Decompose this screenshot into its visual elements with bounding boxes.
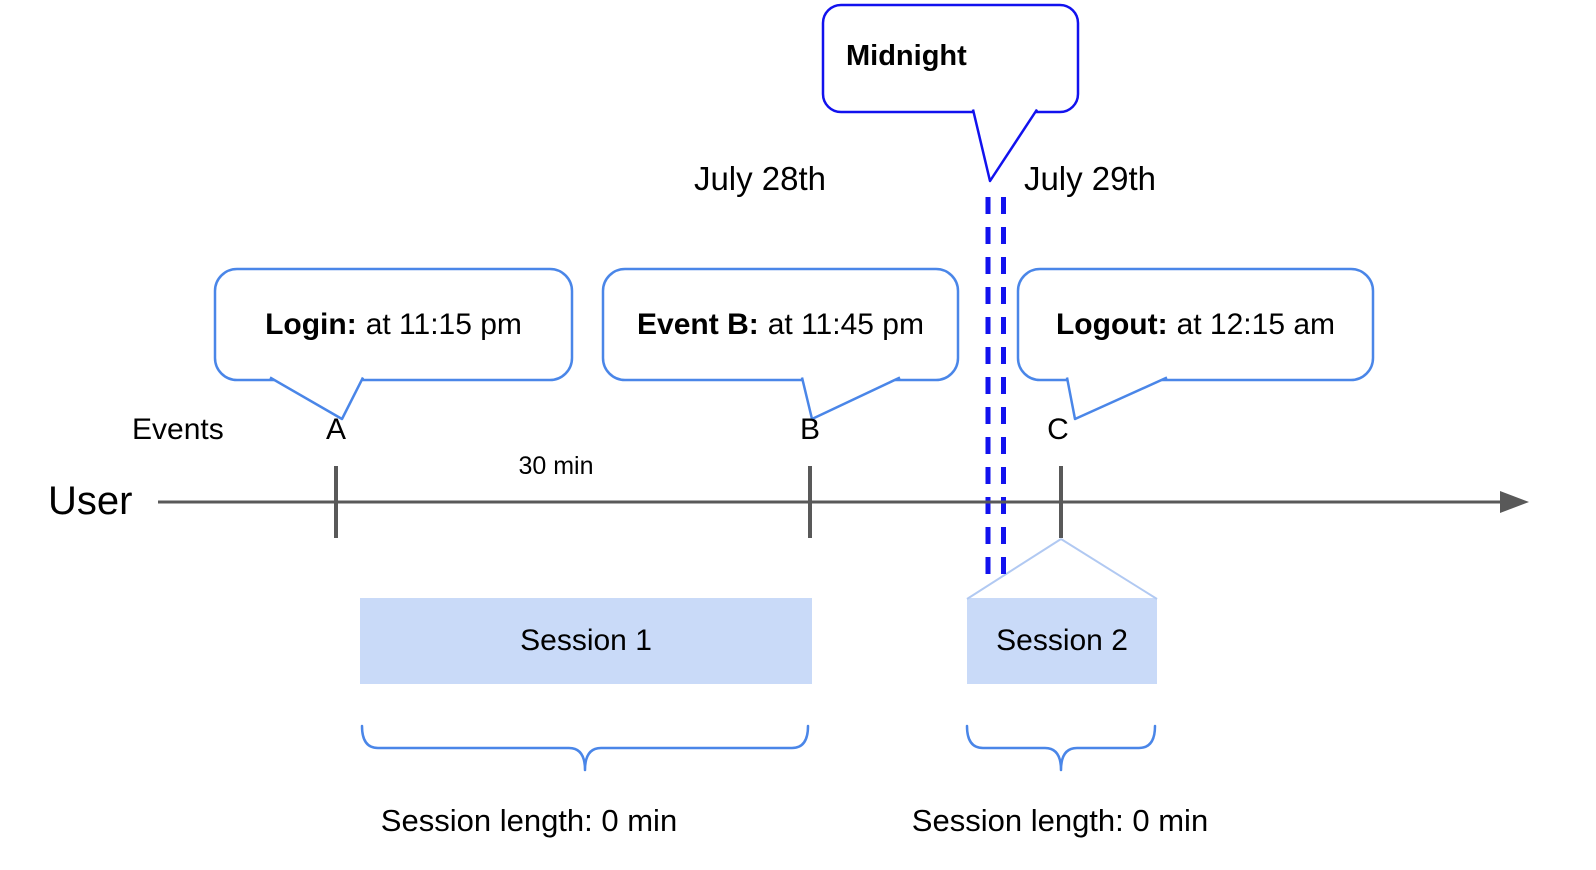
timeline-arrowhead-icon (1500, 491, 1529, 513)
midnight-callout-bubble (821, 3, 1080, 114)
logout-callout-tail (1065, 376, 1168, 421)
session-1-length-label: Session length: 0 min (380, 803, 678, 838)
login-callout-text: Login: at 11:15 pm (215, 269, 572, 380)
event-b-callout-time: at 11:45 pm (767, 307, 924, 341)
login-callout-time: at 11:15 pm (365, 307, 522, 341)
midnight-label: Midnight (846, 40, 967, 72)
logout-callout-text: Logout: at 12:15 am (1018, 269, 1373, 380)
session-1-box (360, 598, 812, 684)
session-2-brace (965, 724, 1157, 772)
login-callout-title: Login: (265, 307, 357, 341)
user-row-label: User (48, 479, 133, 523)
session-1-label: Session 1 (520, 624, 652, 657)
event-b-callout-title: Event B: (637, 307, 759, 341)
event-c-label: C (1047, 413, 1069, 446)
logout-callout-bubble (1016, 267, 1375, 382)
event-b-callout-bubble (601, 267, 960, 382)
session-1-brace (360, 724, 810, 772)
gap-30min-label: 30 min (518, 452, 594, 480)
date-july-28-label: July 28th (693, 160, 827, 197)
login-callout-bubble (213, 267, 574, 382)
date-july-29-label: July 29th (1023, 160, 1157, 197)
event-b-label: B (799, 413, 821, 446)
session-2-label: Session 2 (996, 624, 1128, 657)
events-row-label: Events (132, 413, 224, 446)
session-2-box (967, 598, 1157, 684)
session-2-funnel-right-line (1060, 538, 1158, 600)
logout-callout-title: Logout: (1055, 307, 1168, 341)
login-callout-tail (269, 376, 365, 421)
session-2-length-label: Session length: 0 min (911, 803, 1209, 838)
logout-callout-time: at 12:15 am (1176, 307, 1336, 341)
midnight-callout-tail (971, 108, 1039, 183)
event-b-callout-tail (800, 376, 901, 421)
event-a-label: A (325, 413, 347, 446)
event-b-callout-text: Event B: at 11:45 pm (603, 269, 958, 380)
session-2-funnel-left-line (966, 538, 1062, 600)
